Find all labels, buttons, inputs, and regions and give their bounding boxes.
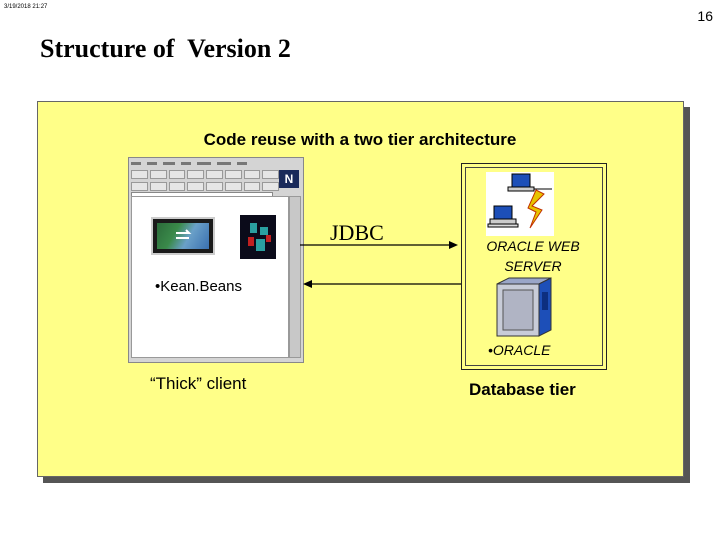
jdbc-label: JDBC bbox=[330, 220, 384, 245]
browser-content-area bbox=[131, 196, 289, 358]
kean-beans-bullet: •Kean.Beans bbox=[155, 278, 242, 295]
database-tier-caption: Database tier bbox=[469, 380, 576, 399]
oracle-web-server-label: ORACLE WEB SERVER bbox=[486, 238, 580, 274]
oracle-bullet: •ORACLE bbox=[488, 342, 551, 358]
map-terrain bbox=[157, 223, 209, 249]
browser-toolbar-row-2 bbox=[131, 182, 279, 191]
database-tier-box-outer bbox=[461, 163, 607, 370]
arrow-head-left-icon bbox=[303, 280, 312, 288]
arrow-head-right-icon bbox=[449, 241, 458, 249]
database-tier-box-inner bbox=[465, 167, 603, 366]
beans-glyph-icon bbox=[248, 223, 271, 251]
browser-menubar bbox=[131, 160, 299, 168]
browser-window-illustration: N bbox=[128, 157, 304, 363]
panel-title: Code reuse with a two tier architecture bbox=[203, 130, 517, 149]
networked-computers-icon bbox=[487, 173, 552, 229]
netscape-logo-icon: N bbox=[279, 170, 299, 188]
mainframe-icon bbox=[496, 277, 552, 337]
database-server-illustration bbox=[495, 276, 555, 338]
browser-scrollbar bbox=[289, 196, 301, 358]
thick-client-caption: “Thick” client bbox=[150, 374, 247, 393]
web-server-illustration bbox=[486, 172, 554, 236]
page-number: 16 bbox=[697, 8, 713, 24]
map-image bbox=[151, 217, 215, 255]
arrow-glyph-icon bbox=[176, 229, 192, 239]
lightning-bolt-icon bbox=[527, 189, 545, 229]
page-title: Structure of Version 2 bbox=[40, 34, 291, 63]
beans-applet-icon bbox=[240, 215, 276, 259]
timestamp: 3/19/2018 21:27 bbox=[4, 4, 48, 10]
browser-toolbar-row-1 bbox=[131, 170, 279, 179]
